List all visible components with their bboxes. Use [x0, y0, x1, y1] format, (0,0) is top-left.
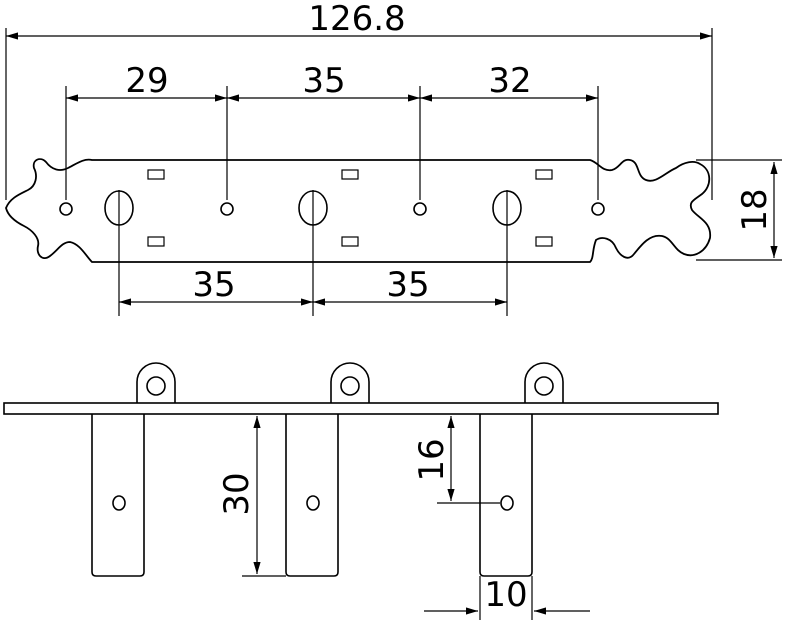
- leg: [285, 414, 339, 577]
- mount-ring: [340, 376, 360, 396]
- screw-hole: [59, 202, 73, 216]
- screw-hole: [413, 202, 427, 216]
- leg-hole: [500, 495, 514, 511]
- leg: [91, 414, 145, 577]
- screw-hole: [220, 202, 234, 216]
- dim-overall-length: 126.8: [308, 0, 405, 39]
- plate-slot: [341, 169, 359, 180]
- mount-ring: [146, 376, 166, 396]
- leg: [479, 414, 533, 577]
- dim-height: 18: [735, 188, 775, 231]
- plate-slot: [147, 236, 165, 247]
- leg-hole: [306, 495, 320, 511]
- base-bar: [3, 402, 719, 415]
- dim-span-1: 29: [125, 61, 168, 101]
- plate-slot: [341, 236, 359, 247]
- bottom-view: 30 16 10: [3, 362, 719, 620]
- leg-hole: [112, 495, 126, 511]
- mount-tab: [524, 362, 564, 403]
- plate-slot: [535, 236, 553, 247]
- dim-hole-offset: 16: [412, 438, 452, 481]
- plate-slot: [147, 169, 165, 180]
- mount-tab: [136, 362, 176, 403]
- top-view: 126.8 29 35 32 18 35 35: [5, 0, 782, 316]
- dim-spacing-2: 35: [386, 265, 429, 305]
- dim-span-2: 35: [302, 61, 345, 101]
- tuner-plate-outline: [5, 158, 711, 263]
- screw-hole: [591, 202, 605, 216]
- plate-slot: [535, 169, 553, 180]
- dim-span-3: 32: [488, 61, 531, 101]
- dim-leg-width: 10: [484, 575, 527, 615]
- mount-ring: [534, 376, 554, 396]
- dim-leg-length: 30: [217, 472, 257, 515]
- dim-spacing-1: 35: [192, 265, 235, 305]
- mount-tab: [330, 362, 370, 403]
